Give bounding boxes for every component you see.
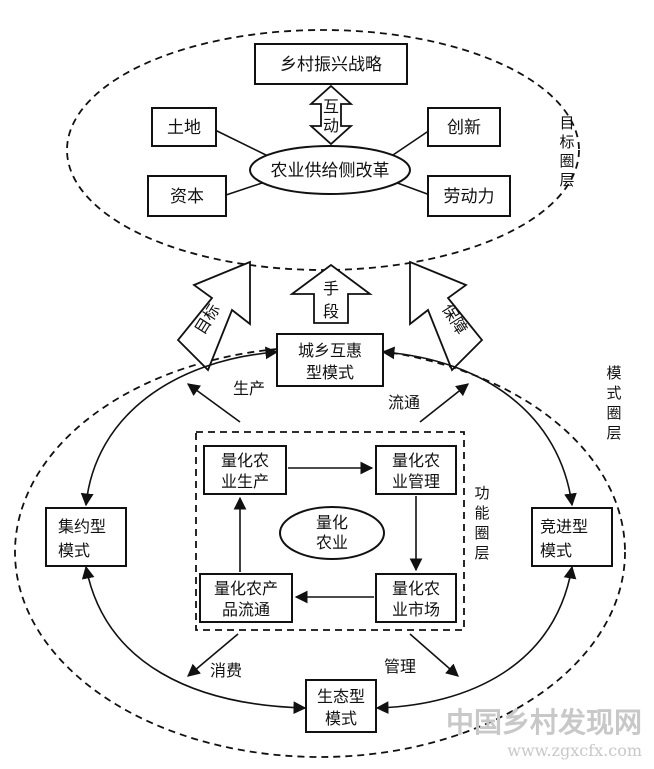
quantified-production-box[interactable] bbox=[203, 445, 287, 495]
urban-rural-mode-box[interactable] bbox=[276, 333, 384, 387]
interaction-double-arrow bbox=[308, 84, 354, 146]
guarantee-link-arrow: 保障 bbox=[409, 260, 484, 372]
innovation-box[interactable] bbox=[427, 107, 501, 147]
quantified-production-line-2: 业生产 bbox=[221, 472, 269, 491]
interaction-char-2: 动 bbox=[323, 116, 339, 135]
curve-top-to-left bbox=[80, 346, 279, 507]
supply-side-reform-label: 农业供给侧改革 bbox=[271, 161, 390, 181]
intensive-mode-box[interactable] bbox=[45, 507, 127, 567]
mode-layer-label-2: 式 bbox=[606, 384, 621, 402]
curve-right-to-bottom bbox=[375, 565, 577, 715]
labor-box[interactable] bbox=[427, 175, 511, 217]
quantified-agriculture-ellipse[interactable] bbox=[279, 506, 385, 560]
goal-layer-label-4: 层 bbox=[559, 171, 574, 189]
interaction-char-1: 互 bbox=[323, 97, 339, 116]
production-label: 生产 bbox=[233, 379, 265, 398]
watermark-title: 中国乡村发现网 bbox=[446, 706, 642, 739]
urban-rural-mode-line-1: 城乡互惠 bbox=[298, 341, 362, 360]
management-arrow bbox=[409, 633, 459, 677]
function-layer-frame bbox=[195, 431, 465, 631]
quantified-agriculture-line-1: 量化 bbox=[316, 513, 348, 532]
intensive-mode-line-1: 集约型 bbox=[58, 517, 106, 536]
production-arrow bbox=[186, 383, 241, 423]
goal-layer-label-2: 标 bbox=[559, 133, 574, 151]
quantified-management-line-1: 量化农 bbox=[392, 451, 440, 470]
quantified-circulation-line-1: 量化农产 bbox=[214, 579, 278, 598]
intensive-mode-line-2: 模式 bbox=[58, 541, 90, 560]
competitive-mode-line-1: 竞进型 bbox=[540, 517, 588, 536]
quantified-production-line-1: 量化农 bbox=[221, 451, 269, 470]
competitive-mode-box[interactable] bbox=[531, 507, 613, 567]
quantified-market-line-1: 量化农 bbox=[392, 579, 440, 598]
watermark-url: www.zgxcfx.com bbox=[507, 741, 642, 760]
curve-left-to-bottom bbox=[81, 565, 307, 715]
ecological-mode-line-2: 模式 bbox=[325, 709, 357, 728]
goal-layer-label-3: 圈 bbox=[559, 152, 574, 170]
management-label: 管理 bbox=[384, 657, 416, 676]
rural-revitalization-box[interactable] bbox=[254, 43, 408, 85]
competitive-mode-line-2: 模式 bbox=[540, 541, 572, 560]
quantified-market-line-2: 业市场 bbox=[392, 600, 440, 619]
urban-rural-mode-line-2: 型模式 bbox=[306, 363, 354, 382]
function-layer-label-4: 层 bbox=[474, 544, 489, 562]
quantified-management-line-2: 业管理 bbox=[392, 472, 440, 491]
function-layer-label-2: 能 bbox=[474, 504, 489, 522]
ecological-mode-box[interactable] bbox=[305, 679, 377, 733]
labor-label: 劳动力 bbox=[444, 187, 495, 207]
quantified-management-box[interactable] bbox=[375, 445, 457, 495]
means-char-1: 手 bbox=[323, 279, 339, 298]
supply-side-reform-ellipse[interactable] bbox=[249, 145, 411, 195]
land-box[interactable] bbox=[151, 107, 217, 147]
ecological-mode-line-1: 生态型 bbox=[317, 687, 365, 706]
capital-box[interactable] bbox=[147, 175, 227, 217]
means-link-arrow: 手 段 bbox=[289, 263, 373, 324]
means-char-2: 段 bbox=[323, 302, 339, 321]
mode-layer-label-3: 圈 bbox=[606, 404, 621, 422]
land-label: 土地 bbox=[167, 118, 201, 138]
quantified-market-box[interactable] bbox=[375, 573, 457, 623]
line-land-to-reform bbox=[214, 129, 271, 158]
consumption-arrow bbox=[187, 633, 239, 677]
line-innovation-to-reform bbox=[389, 129, 431, 158]
circulation-arrow bbox=[419, 383, 470, 423]
curve-top-to-right bbox=[381, 346, 577, 507]
mode-layer-label-1: 模 bbox=[606, 364, 621, 382]
circulation-label: 流通 bbox=[388, 393, 420, 412]
mode-layer-label-4: 层 bbox=[606, 424, 621, 442]
quantified-circulation-box[interactable] bbox=[199, 573, 293, 623]
consumption-label: 消费 bbox=[210, 661, 242, 680]
quantified-agriculture-line-2: 农业 bbox=[316, 533, 348, 552]
rural-revitalization-label: 乡村振兴战略 bbox=[280, 55, 382, 75]
quantified-circulation-line-2: 品流通 bbox=[222, 600, 270, 619]
capital-label: 资本 bbox=[170, 187, 204, 207]
function-layer-label-3: 圈 bbox=[474, 524, 489, 542]
goal-layer-label-1: 目 bbox=[559, 114, 574, 132]
innovation-label: 创新 bbox=[447, 118, 481, 138]
function-layer-label-1: 功 bbox=[474, 484, 489, 502]
